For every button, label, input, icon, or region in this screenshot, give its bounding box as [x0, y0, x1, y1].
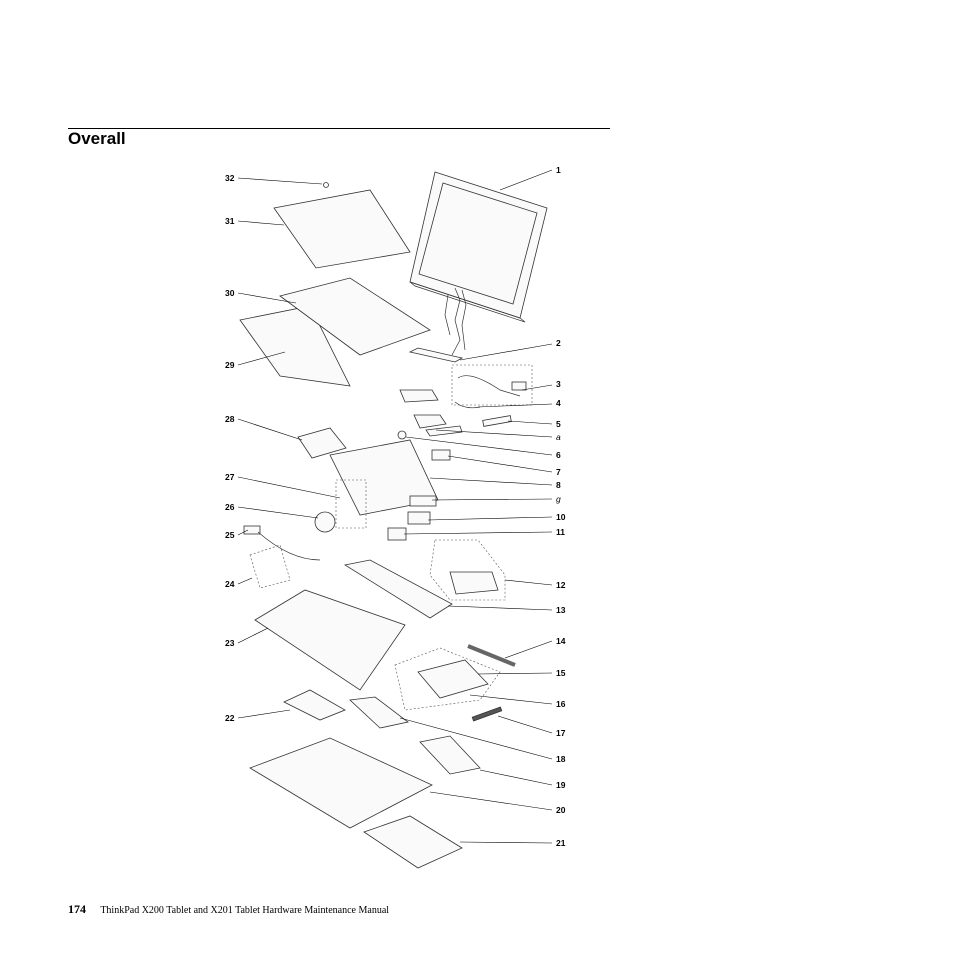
- page-footer: 174 ThinkPad X200 Tablet and X201 Tablet…: [68, 902, 389, 917]
- callout-12: 12: [556, 580, 566, 590]
- page-number: 174: [68, 902, 86, 916]
- callout-14: 14: [556, 636, 566, 646]
- part-ssd-19: [419, 735, 481, 775]
- callout-22: 22: [225, 713, 235, 723]
- part-keyboard-31: [273, 189, 411, 269]
- callout-20: 20: [556, 805, 566, 815]
- callout-a: a: [556, 432, 561, 442]
- callout-3: 3: [556, 379, 561, 389]
- footer-text: ThinkPad X200 Tablet and X201 Tablet Har…: [100, 905, 390, 916]
- callout-8: 8: [556, 480, 561, 490]
- callout-29: 29: [225, 360, 235, 370]
- part-pen-14: [467, 644, 516, 667]
- callout-11: 11: [556, 527, 565, 537]
- callout-5: 5: [556, 419, 561, 429]
- callout-25: 25: [225, 530, 235, 540]
- part-drive-22: [283, 689, 346, 721]
- part-adapter-25: [243, 525, 261, 535]
- part-optical-drive-21: [363, 815, 463, 869]
- section-title: Overall: [68, 129, 126, 148]
- callout-4: 4: [556, 398, 561, 408]
- part-base-cover-23: [254, 589, 406, 691]
- part-rail-17: [471, 706, 503, 722]
- part-keyboard-bezel-30: [279, 277, 431, 356]
- part-board-5: [482, 415, 512, 427]
- part-hdd-16: [417, 659, 489, 699]
- callout-21: 21: [556, 838, 566, 848]
- part-bracket-a: [399, 389, 439, 403]
- part-bracket-28: [297, 427, 347, 459]
- part-card-11: [387, 527, 407, 541]
- group-box-15: [394, 647, 501, 711]
- part-cable-2: [408, 347, 464, 363]
- group-box-24: [249, 544, 291, 589]
- callout-23: 23: [225, 638, 235, 648]
- group-box-3: [451, 364, 533, 406]
- part-card-10: [407, 511, 431, 525]
- part-connector-3: [511, 381, 527, 391]
- callout-2: 2: [556, 338, 561, 348]
- callout-1: 1: [556, 165, 561, 175]
- part-antenna-3: [457, 375, 521, 397]
- callout-24: 24: [225, 579, 235, 589]
- callout-7: 7: [556, 467, 561, 477]
- part-screw-32: [323, 182, 329, 188]
- callout-31: 31: [225, 216, 235, 226]
- part-fan-26: [314, 511, 336, 533]
- part-subcard-12: [449, 571, 499, 595]
- callout-26: 26: [225, 502, 235, 512]
- callout-16: 16: [556, 699, 566, 709]
- callout-17: 17: [556, 728, 566, 738]
- part-card-7: [431, 449, 451, 461]
- callout-30: 30: [225, 288, 235, 298]
- group-box-27: [335, 479, 367, 529]
- part-ultrabase-20: [249, 737, 433, 829]
- callout-10: 10: [556, 512, 566, 522]
- part-coin-battery-6: [397, 430, 407, 440]
- callout-32: 32: [225, 173, 235, 183]
- callout-18: 18: [556, 754, 566, 764]
- callout-19: 19: [556, 780, 566, 790]
- leader-lines: [237, 169, 553, 844]
- part-bracket-18: [349, 696, 409, 729]
- callout-15: 15: [556, 668, 566, 678]
- callout-13: 13: [556, 605, 566, 615]
- callout-27: 27: [225, 472, 235, 482]
- part-battery-13: [343, 559, 453, 619]
- group-box-12: [429, 539, 506, 601]
- callout-g: g: [556, 494, 561, 504]
- callout-6: 6: [556, 450, 561, 460]
- part-lcd-display: [409, 171, 548, 356]
- callout-28: 28: [225, 414, 235, 424]
- section-rule: [68, 128, 610, 129]
- part-memory-g: [409, 495, 437, 507]
- part-cable-4: [454, 401, 481, 409]
